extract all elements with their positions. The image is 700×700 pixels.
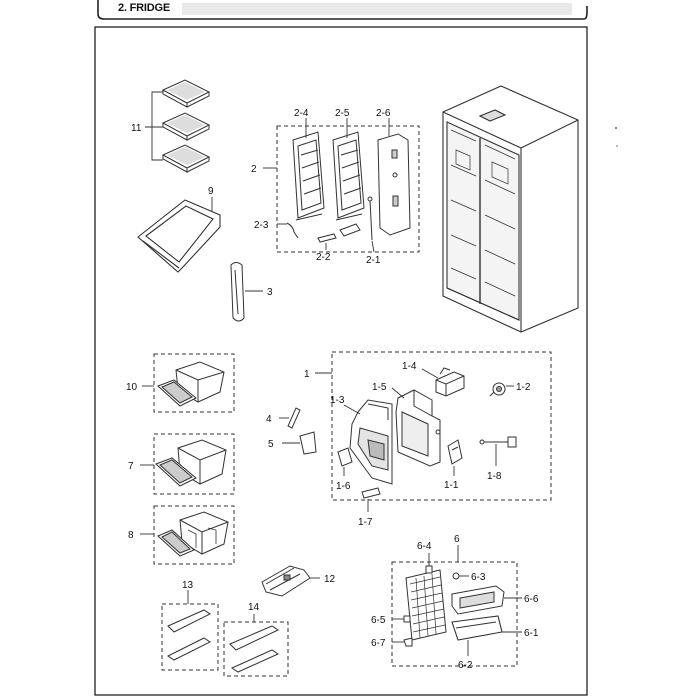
- callout-6-4: 6-4: [417, 541, 432, 552]
- part-6-1-heater: [451, 615, 503, 641]
- part-8-drawer: [157, 511, 229, 557]
- callout-2-4: 2-4: [294, 108, 309, 119]
- part-1-1-switch: [447, 439, 463, 465]
- diagram-frame: [94, 26, 588, 696]
- leader-bracket-11: [145, 91, 163, 161]
- callout-6: 6: [454, 534, 460, 545]
- part-6-3-fuse: [452, 572, 460, 580]
- part-6-5-clip: [403, 615, 411, 623]
- edge-mark: [616, 145, 618, 147]
- callout-2-1: 2-1: [366, 255, 381, 266]
- callout-3: 3: [267, 287, 273, 298]
- part-3-cover-strip: [230, 262, 245, 322]
- callout-6-6: 6-6: [524, 594, 539, 605]
- part-2-5-duct: [332, 131, 365, 221]
- callout-2-6: 2-6: [376, 108, 391, 119]
- part-6-evaporator-coil: [405, 569, 447, 641]
- callout-13: 13: [182, 580, 194, 591]
- part-11-shelves: [161, 79, 211, 173]
- group-14-dashed-box: [223, 621, 289, 677]
- callout-2-2: 2-2: [316, 252, 331, 263]
- part-10-drawer: [157, 361, 225, 407]
- callout-10: 10: [126, 382, 138, 393]
- part-1-8-harness: [479, 436, 517, 448]
- part-7-drawer: [155, 439, 227, 487]
- part-9-glass-shelf: [137, 199, 221, 273]
- callout-1-7: 1-7: [358, 517, 373, 528]
- callout-1-5: 1-5: [372, 382, 387, 393]
- part-2-6-panel: [377, 133, 411, 236]
- part-2-3-clip: [286, 222, 299, 239]
- leader-1-5: [391, 387, 405, 399]
- refrigerator-cabinet: [442, 85, 579, 333]
- part-1-7-lens: [361, 487, 381, 499]
- leader-1-4: [421, 368, 439, 379]
- part-2-4-duct: [292, 131, 325, 221]
- callout-1-8: 1-8: [487, 471, 502, 482]
- group-6-dashed-box: [391, 561, 518, 667]
- part-1-3-cover: [349, 399, 393, 485]
- callout-8: 8: [128, 530, 134, 541]
- callout-2-3: 2-3: [254, 220, 269, 231]
- part-12-dispenser: [261, 565, 311, 597]
- part-6-7-clip: [403, 637, 413, 647]
- callout-1-6: 1-6: [336, 481, 351, 492]
- callout-11: 11: [131, 123, 142, 134]
- part-6-6-cover: [451, 585, 505, 615]
- callout-1-3: 1-3: [330, 395, 345, 406]
- group-13-dashed-box: [161, 603, 219, 671]
- part-1-6-button: [337, 447, 353, 467]
- callout-1-1: 1-1: [444, 480, 459, 491]
- callout-5: 5: [268, 439, 274, 450]
- callout-4: 4: [266, 414, 272, 425]
- group-2-dashed-box: [276, 125, 420, 253]
- callout-1: 1: [304, 369, 310, 380]
- leader-2-1: [371, 240, 375, 253]
- callout-14: 14: [248, 602, 260, 613]
- group-8-dashed-box: [153, 505, 235, 565]
- callout-6-7: 6-7: [371, 638, 386, 649]
- part-5-cap: [299, 431, 317, 455]
- callout-9: 9: [208, 186, 214, 197]
- callout-1-2: 1-2: [516, 382, 531, 393]
- part-4-sensor: [287, 407, 301, 429]
- group-10-dashed-box: [153, 353, 235, 413]
- edge-mark: [615, 127, 617, 129]
- part-13-rails: [167, 609, 211, 661]
- part-1-4-knob: [435, 367, 465, 397]
- part-2-2-grille: [317, 223, 361, 243]
- callout-6-5: 6-5: [371, 615, 386, 626]
- callout-7: 7: [128, 461, 134, 472]
- part-14-rails: [229, 625, 280, 673]
- callout-6-1: 6-1: [524, 628, 539, 639]
- part-6-4-sensor: [425, 565, 433, 574]
- callout-6-2: 6-2: [458, 660, 473, 671]
- callout-6-3: 6-3: [471, 572, 486, 583]
- leader-1-3: [343, 404, 361, 415]
- group-1-dashed-box: [331, 351, 552, 501]
- callout-2: 2: [251, 164, 257, 175]
- section-header-tab: [96, 0, 588, 20]
- part-2-1-wire: [367, 196, 373, 241]
- callout-2-5: 2-5: [335, 108, 350, 119]
- callout-1-4: 1-4: [402, 361, 417, 372]
- callout-12: 12: [324, 574, 336, 585]
- part-1-2-lamp: [489, 382, 506, 397]
- part-1-5-case: [395, 389, 441, 467]
- section-title: 2. FRIDGE: [118, 2, 170, 14]
